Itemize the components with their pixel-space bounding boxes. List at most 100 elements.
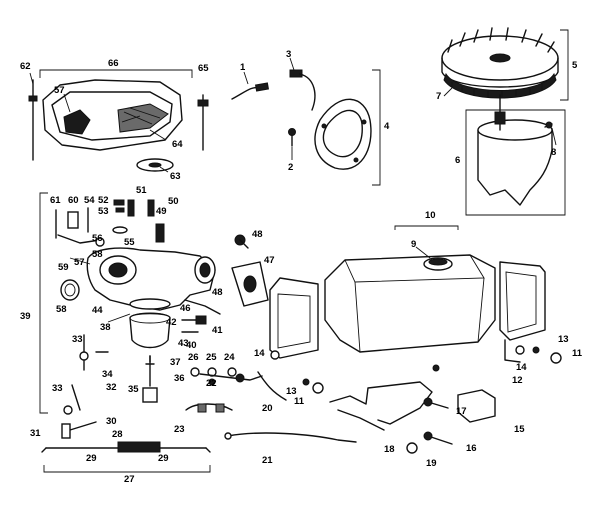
float-bowl-rim: [129, 312, 171, 324]
screw-16-head: [423, 431, 433, 441]
ring-gear-7: [443, 72, 557, 99]
callout-60: 60: [68, 195, 79, 206]
armature-coil-inner: [322, 109, 363, 158]
callout-58b: 58: [92, 249, 103, 260]
throttle-shaft-59: [57, 234, 101, 244]
callout-18: 18: [384, 444, 395, 455]
callout-39: 39: [20, 311, 31, 322]
bracket-12: [504, 339, 521, 363]
gasket-47-hole: [243, 275, 257, 293]
air-filter-element: [117, 103, 169, 133]
callout-29a: 29: [86, 453, 97, 464]
screw-65-head: [197, 99, 209, 107]
fuel-line-22: [199, 373, 263, 381]
callout-33b: 33: [52, 383, 63, 394]
callout-3: 3: [286, 49, 291, 60]
seal-55: [112, 226, 128, 234]
fuel-pipe-20: [257, 371, 287, 401]
spring-49: [155, 223, 165, 243]
leader-64: [149, 129, 167, 141]
fuel-cap-top: [428, 258, 448, 266]
callout-51: 51: [136, 185, 147, 196]
callout-53: 53: [98, 206, 109, 217]
filter-23a: [197, 403, 207, 413]
callout-19: 19: [426, 458, 437, 469]
callout-56: 56: [92, 233, 103, 244]
flywheel-side: [441, 57, 559, 88]
armature-bolt-hole-2: [361, 119, 367, 125]
callout-12: 12: [512, 375, 523, 386]
nut-13b: [532, 346, 540, 354]
carb-line-57: [69, 257, 91, 265]
callout-15: 15: [514, 424, 525, 435]
callout-41: 41: [212, 325, 223, 336]
callout-64: 64: [172, 139, 183, 150]
leader-57a: [63, 93, 71, 113]
callout-23: 23: [174, 424, 185, 435]
group-39-bracket: [39, 192, 48, 414]
leader-7: [443, 87, 453, 97]
tank-shield-rear: [499, 261, 546, 341]
spring-51: [127, 199, 135, 217]
gasket-47: [231, 261, 269, 307]
fitting-24: [227, 367, 237, 377]
callout-57a: 57: [54, 85, 65, 96]
callout-49: 49: [156, 206, 167, 217]
fitting-14b: [515, 345, 525, 355]
callout-52: 52: [98, 195, 109, 206]
armature-coil-outer: [314, 98, 372, 170]
callout-55: 55: [124, 237, 135, 248]
callout-57b: 57: [74, 257, 85, 268]
callout-22: 22: [206, 378, 217, 389]
spark-plug-wire-1: [231, 86, 259, 100]
callout-1: 1: [240, 62, 246, 73]
washer-56: [95, 237, 105, 247]
tank-shield-rear-inner: [505, 271, 537, 333]
carb-body-outline: [86, 247, 216, 311]
fitting-24-dot: [235, 373, 245, 383]
callout-48b: 48: [212, 287, 223, 298]
callout-30: 30: [106, 416, 117, 427]
key-block: [494, 111, 506, 125]
group-5-bracket: [560, 29, 569, 101]
carburetor-group: [39, 192, 269, 439]
screw-2-head: [288, 128, 296, 136]
callout-40: 40: [186, 340, 197, 351]
mount-15: [457, 389, 496, 423]
callout-11b: 11: [572, 348, 583, 359]
callout-7: 7: [436, 91, 441, 102]
callout-6: 6: [455, 155, 460, 166]
needle-48b: [184, 299, 221, 315]
callout-58a: 58: [56, 304, 67, 315]
callout-33a: 33: [72, 334, 83, 345]
plug-58a: [60, 279, 80, 301]
callout-63: 63: [170, 171, 181, 182]
callout-16: 16: [466, 443, 477, 454]
callout-26: 26: [188, 352, 199, 363]
bushing-33b: [63, 405, 73, 415]
nut-11b: [550, 352, 562, 364]
dipstick-cap: [28, 95, 38, 102]
callout-50: 50: [168, 196, 179, 207]
callout-20: 20: [262, 403, 273, 414]
callout-47: 47: [264, 255, 275, 266]
callout-17: 17: [456, 406, 467, 417]
fitting-14a: [270, 350, 280, 360]
filter-23b: [215, 403, 225, 413]
spark-plug-boot: [254, 82, 270, 92]
fitting-22-dot: [208, 378, 216, 386]
group-4-bracket: [372, 69, 381, 186]
callout-43: 43: [178, 338, 189, 349]
gasket-63-hole: [148, 162, 162, 168]
needle-41: [195, 315, 207, 325]
callout-labels: 1 2 3 4 5 6 7 8 9 10 11 11 12 13 13 14 1…: [20, 49, 583, 485]
callout-14b: 14: [516, 362, 527, 373]
nut-35: [142, 387, 158, 403]
group-6-box: [465, 109, 566, 216]
callout-37: 37: [170, 357, 181, 368]
crankcase-section: [477, 129, 553, 206]
spring-50: [147, 199, 155, 217]
callout-11a: 11: [294, 396, 305, 407]
leader-lines: [29, 57, 557, 259]
crankcase-top: [477, 119, 553, 141]
